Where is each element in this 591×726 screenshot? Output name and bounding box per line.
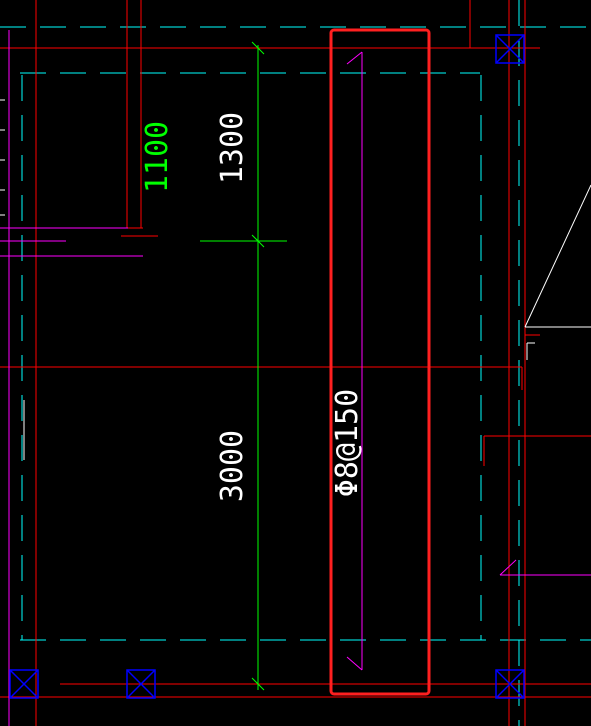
magenta-lines — [0, 30, 591, 726]
column-marker-bottom-left — [9, 669, 39, 699]
dimension-label-3000: 3000 — [215, 430, 250, 502]
dimension-label-1100: 1100 — [140, 121, 175, 193]
column-marker-bottom-mid — [126, 669, 156, 699]
white-details-right — [524, 184, 591, 360]
dimension-label-1300: 1300 — [215, 112, 250, 184]
column-marker-top-right — [495, 34, 525, 64]
green-dimension-line — [200, 41, 287, 691]
column-marker-bottom-right — [495, 669, 525, 699]
highlight-selection-box[interactable] — [329, 28, 431, 696]
rebar-spec-label: Φ8@150 — [330, 389, 365, 497]
left-edge-ticks — [0, 99, 25, 460]
